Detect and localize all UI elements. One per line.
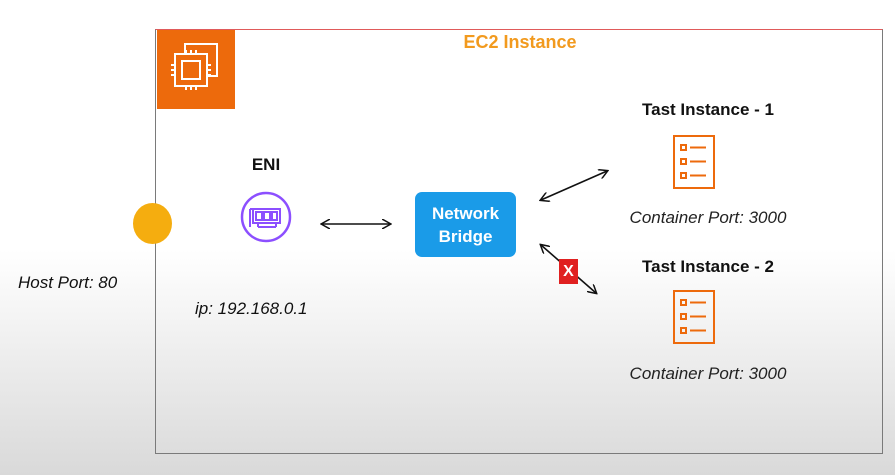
network-bridge: Network Bridge <box>415 192 516 257</box>
host-port-label: Host Port: 80 <box>18 273 118 292</box>
task-instance-2-container-port: Container Port: 3000 <box>629 364 787 383</box>
task-list-icon <box>672 134 716 190</box>
task-instance-2-title: Tast Instance - 2 <box>642 257 774 276</box>
ec2-instance-title: EC2 Instance <box>463 32 577 52</box>
task-list-icon <box>672 289 716 345</box>
task-instance-1-container-port: Container Port: 3000 <box>629 208 787 227</box>
network-bridge-label-line1: Network <box>431 203 500 223</box>
host-port-dot <box>133 203 172 244</box>
network-interface-icon <box>236 190 296 245</box>
network-bridge-label-line2: Bridge <box>438 226 493 246</box>
eni-title: ENI <box>251 155 281 174</box>
task-instance-1-title: Tast Instance - 1 <box>642 100 774 119</box>
blocked-connection-badge: X <box>559 259 578 284</box>
ec2-chip-icon <box>157 30 235 109</box>
eni-ip-label: ip: 192.168.0.1 <box>195 299 308 318</box>
bridge-task1-arrow <box>541 171 607 200</box>
